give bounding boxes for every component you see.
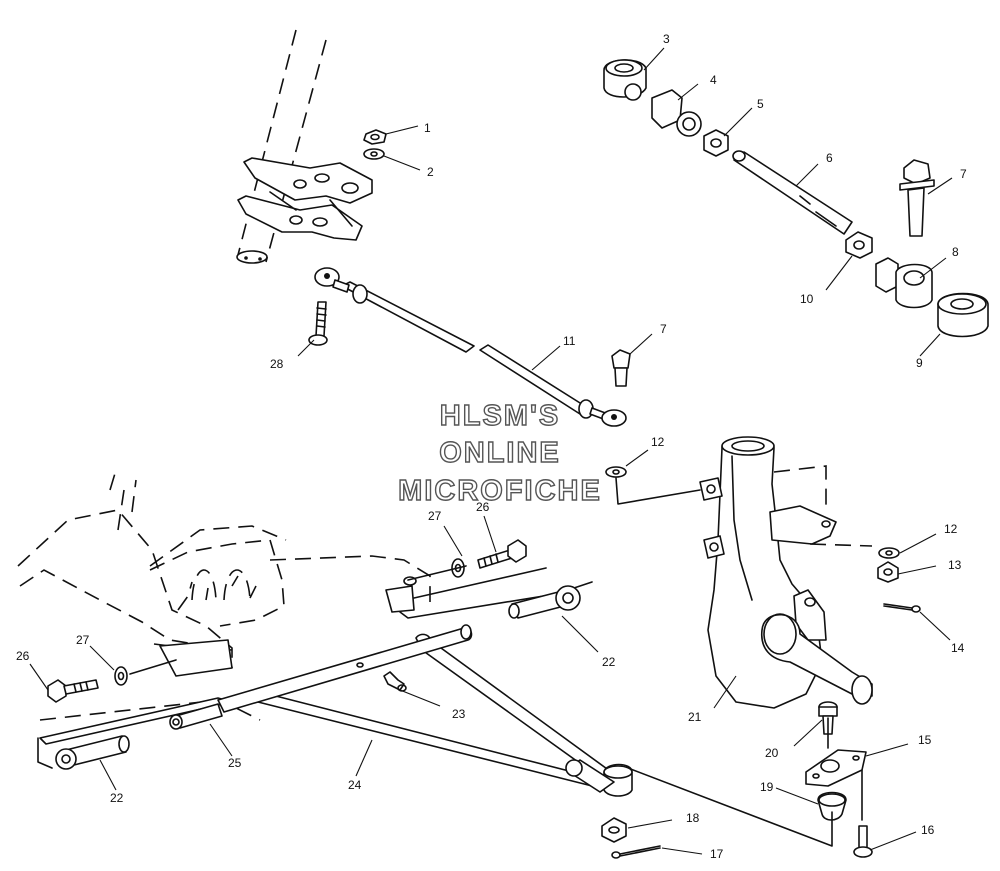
bolt-26-lower (47, 679, 99, 703)
callout-9: 9 (916, 356, 923, 370)
callout-12-right: 12 (944, 522, 958, 536)
callout-19: 19 (760, 780, 774, 794)
callout-7-middle: 7 (660, 322, 667, 336)
callout-26-lower: 26 (16, 649, 30, 663)
watermark: HLSM'S ONLINE MICROFICHE (397, 399, 602, 507)
callout-21: 21 (688, 710, 702, 724)
callout-22-right: 22 (602, 655, 616, 669)
nut-5 (703, 129, 729, 157)
cotter-pin-14 (883, 603, 921, 613)
washer-12-right (878, 547, 900, 559)
callout-15: 15 (918, 733, 932, 747)
callout-13: 13 (948, 558, 962, 572)
bolt-28 (308, 301, 328, 346)
bushing-22-right (508, 585, 581, 619)
spindle-outline-lines (773, 465, 873, 547)
callout-2: 2 (427, 165, 434, 179)
callout-26-upper: 26 (476, 500, 490, 514)
callout-16: 16 (921, 823, 935, 837)
ball-joint-19 (817, 791, 847, 821)
callout-3: 3 (663, 32, 670, 46)
grease-fitting-23 (383, 671, 407, 692)
callout-1: 1 (424, 121, 431, 135)
callout-numbers: 1 2 3 4 5 6 7 7 8 9 10 11 12 12 13 14 15… (16, 32, 967, 861)
callout-27-lower: 27 (76, 633, 90, 647)
bushing-25 (169, 703, 223, 730)
watermark-line-1: HLSM'S (440, 400, 560, 432)
bolt-7-middle (611, 349, 631, 387)
washer-2 (363, 148, 385, 160)
a-arm-24 (217, 624, 633, 797)
callout-25: 25 (228, 756, 242, 770)
nut-1 (363, 129, 387, 145)
callout-18: 18 (686, 811, 700, 825)
callout-6: 6 (826, 151, 833, 165)
callout-5: 5 (757, 97, 764, 111)
steering-post (236, 29, 327, 264)
callout-14: 14 (951, 641, 965, 655)
watermark-line-2: ONLINE (439, 437, 561, 469)
bolt-guide-line (407, 565, 467, 581)
bolt-16 (853, 825, 873, 858)
spindle-21 (699, 436, 873, 709)
bushing-22-left (55, 735, 130, 770)
washer-12-left (605, 466, 701, 505)
callout-22-left: 22 (110, 791, 124, 805)
rod-end-9 (937, 292, 989, 338)
tie-rod-assembly (314, 267, 627, 427)
assembly-guide-lines (627, 717, 863, 847)
callout-17: 17 (710, 847, 724, 861)
callout-20: 20 (765, 746, 779, 760)
jam-nut-8 (875, 257, 933, 309)
callout-4: 4 (710, 73, 717, 87)
cotter-pin-17 (611, 845, 661, 859)
callout-10: 10 (800, 292, 814, 306)
bolt-7 (899, 159, 935, 237)
callout-28: 28 (270, 357, 284, 371)
shaft-6 (732, 150, 853, 235)
callout-11: 11 (563, 334, 576, 348)
plate-15 (805, 749, 867, 787)
nut-13 (877, 561, 899, 583)
callout-27-upper: 27 (428, 509, 442, 523)
steering-arm (237, 157, 373, 241)
bolt-26-upper (477, 539, 527, 569)
frame-bracket-left (37, 639, 233, 769)
nut-10 (845, 231, 873, 259)
callout-8: 8 (952, 245, 959, 259)
nut-18 (601, 817, 627, 843)
callout-7-top: 7 (960, 167, 967, 181)
leader-lines (29, 47, 953, 855)
callout-12-left: 12 (651, 435, 665, 449)
callout-24: 24 (348, 778, 362, 792)
rod-end-3 (603, 59, 647, 101)
jam-nut-4 (651, 89, 702, 137)
bolt-20 (818, 701, 838, 735)
watermark-line-3: MICROFICHE (398, 475, 602, 507)
washer-27-lower (114, 659, 177, 686)
callout-23: 23 (452, 707, 466, 721)
